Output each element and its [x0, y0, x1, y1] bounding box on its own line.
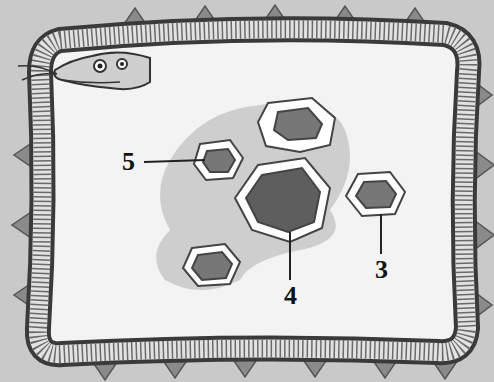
serpent-body	[38, 29, 469, 354]
callout-number: 3	[375, 257, 388, 283]
serpent-stripes	[38, 29, 469, 354]
serpent-head	[18, 52, 150, 89]
cell-interior	[38, 29, 469, 354]
leader-lines	[144, 160, 381, 280]
callout-number: 4	[284, 283, 297, 309]
serpent-scales	[38, 29, 469, 354]
callout-number: 5	[122, 149, 135, 175]
spikes	[12, 5, 494, 380]
vacuoles	[183, 98, 405, 286]
